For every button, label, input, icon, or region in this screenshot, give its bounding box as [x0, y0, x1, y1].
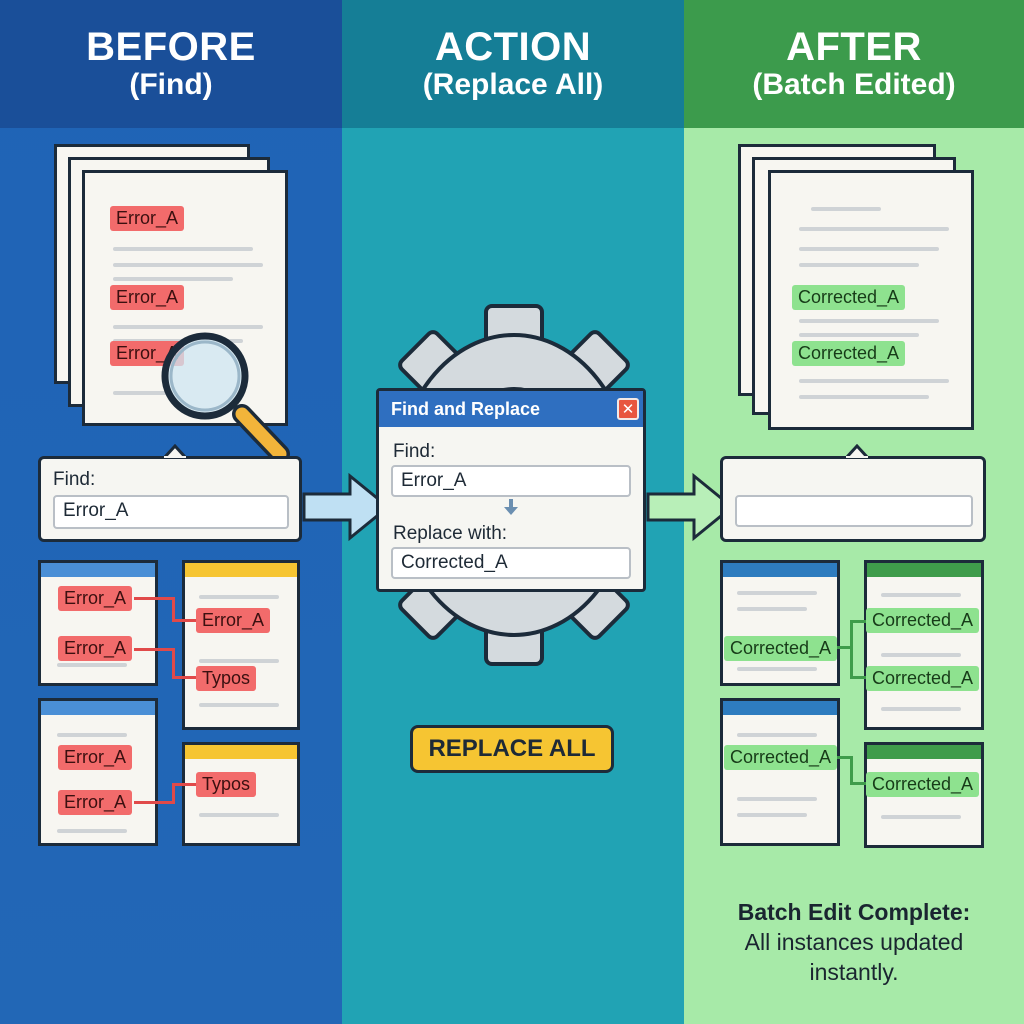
error-highlight: Error_A	[58, 586, 133, 611]
dialog-titlebar: Find and Replace ✕	[379, 391, 643, 427]
arrow-down-icon	[504, 499, 518, 515]
corrected-highlight: Corrected_A	[866, 666, 980, 691]
corrected-highlight: Corrected_A	[792, 285, 906, 310]
file-card	[720, 560, 840, 686]
find-replace-dialog: Find and Replace ✕ Find: Error_A Replace…	[376, 388, 646, 592]
corrected-highlight: Corrected_A	[724, 636, 838, 661]
note-body: All instances updated instantly.	[744, 928, 964, 985]
dialog-find-label: Find:	[393, 441, 436, 462]
arrow-right-icon	[646, 472, 735, 542]
panel-pointer	[846, 444, 868, 458]
after-title: AFTER	[786, 24, 922, 69]
arrow-right-icon	[302, 472, 391, 542]
action-title: ACTION	[434, 24, 592, 69]
file-card	[720, 698, 840, 846]
file-card	[182, 560, 300, 730]
action-header: ACTION (Replace All)	[342, 0, 684, 128]
error-highlight: Error_A	[110, 285, 185, 310]
typo-highlight: Typos	[196, 772, 257, 797]
magnifier-icon	[161, 332, 290, 464]
error-highlight: Error_A	[196, 608, 271, 633]
file-card	[864, 560, 984, 730]
find-label: Find:	[53, 469, 96, 490]
after-header: AFTER (Batch Edited)	[684, 0, 1024, 128]
replace-all-button[interactable]: REPLACE ALL	[410, 725, 614, 773]
find-input[interactable]: Error_A	[53, 495, 289, 529]
error-highlight: Error_A	[110, 206, 185, 231]
dialog-find-input[interactable]: Error_A	[391, 465, 631, 497]
dialog-replace-label: Replace with:	[393, 523, 508, 544]
note-title: Batch Edit Complete:	[737, 899, 971, 925]
find-panel: Find: Error_A	[38, 456, 302, 542]
typo-highlight: Typos	[196, 666, 257, 691]
completion-note: Batch Edit Complete: All instances updat…	[700, 898, 1008, 988]
action-subtitle: (Replace All)	[422, 67, 604, 101]
error-highlight: Error_A	[58, 745, 133, 770]
dialog-title: Find and Replace	[391, 399, 541, 419]
corrected-highlight: Corrected_A	[724, 745, 838, 770]
error-highlight: Error_A	[58, 790, 133, 815]
error-highlight: Error_A	[58, 636, 133, 661]
file-card	[38, 698, 158, 846]
panel-pointer	[164, 444, 186, 458]
after-find-input[interactable]	[735, 495, 973, 527]
dialog-replace-input[interactable]: Corrected_A	[391, 547, 631, 579]
corrected-highlight: Corrected_A	[866, 608, 980, 633]
after-subtitle: (Batch Edited)	[752, 67, 956, 101]
before-subtitle: (Find)	[129, 67, 213, 101]
close-icon[interactable]: ✕	[617, 398, 639, 420]
before-title: BEFORE	[86, 24, 256, 69]
after-find-panel	[720, 456, 986, 542]
before-header: BEFORE (Find)	[0, 0, 342, 128]
corrected-highlight: Corrected_A	[866, 772, 980, 797]
file-card	[38, 560, 158, 686]
corrected-highlight: Corrected_A	[792, 341, 906, 366]
